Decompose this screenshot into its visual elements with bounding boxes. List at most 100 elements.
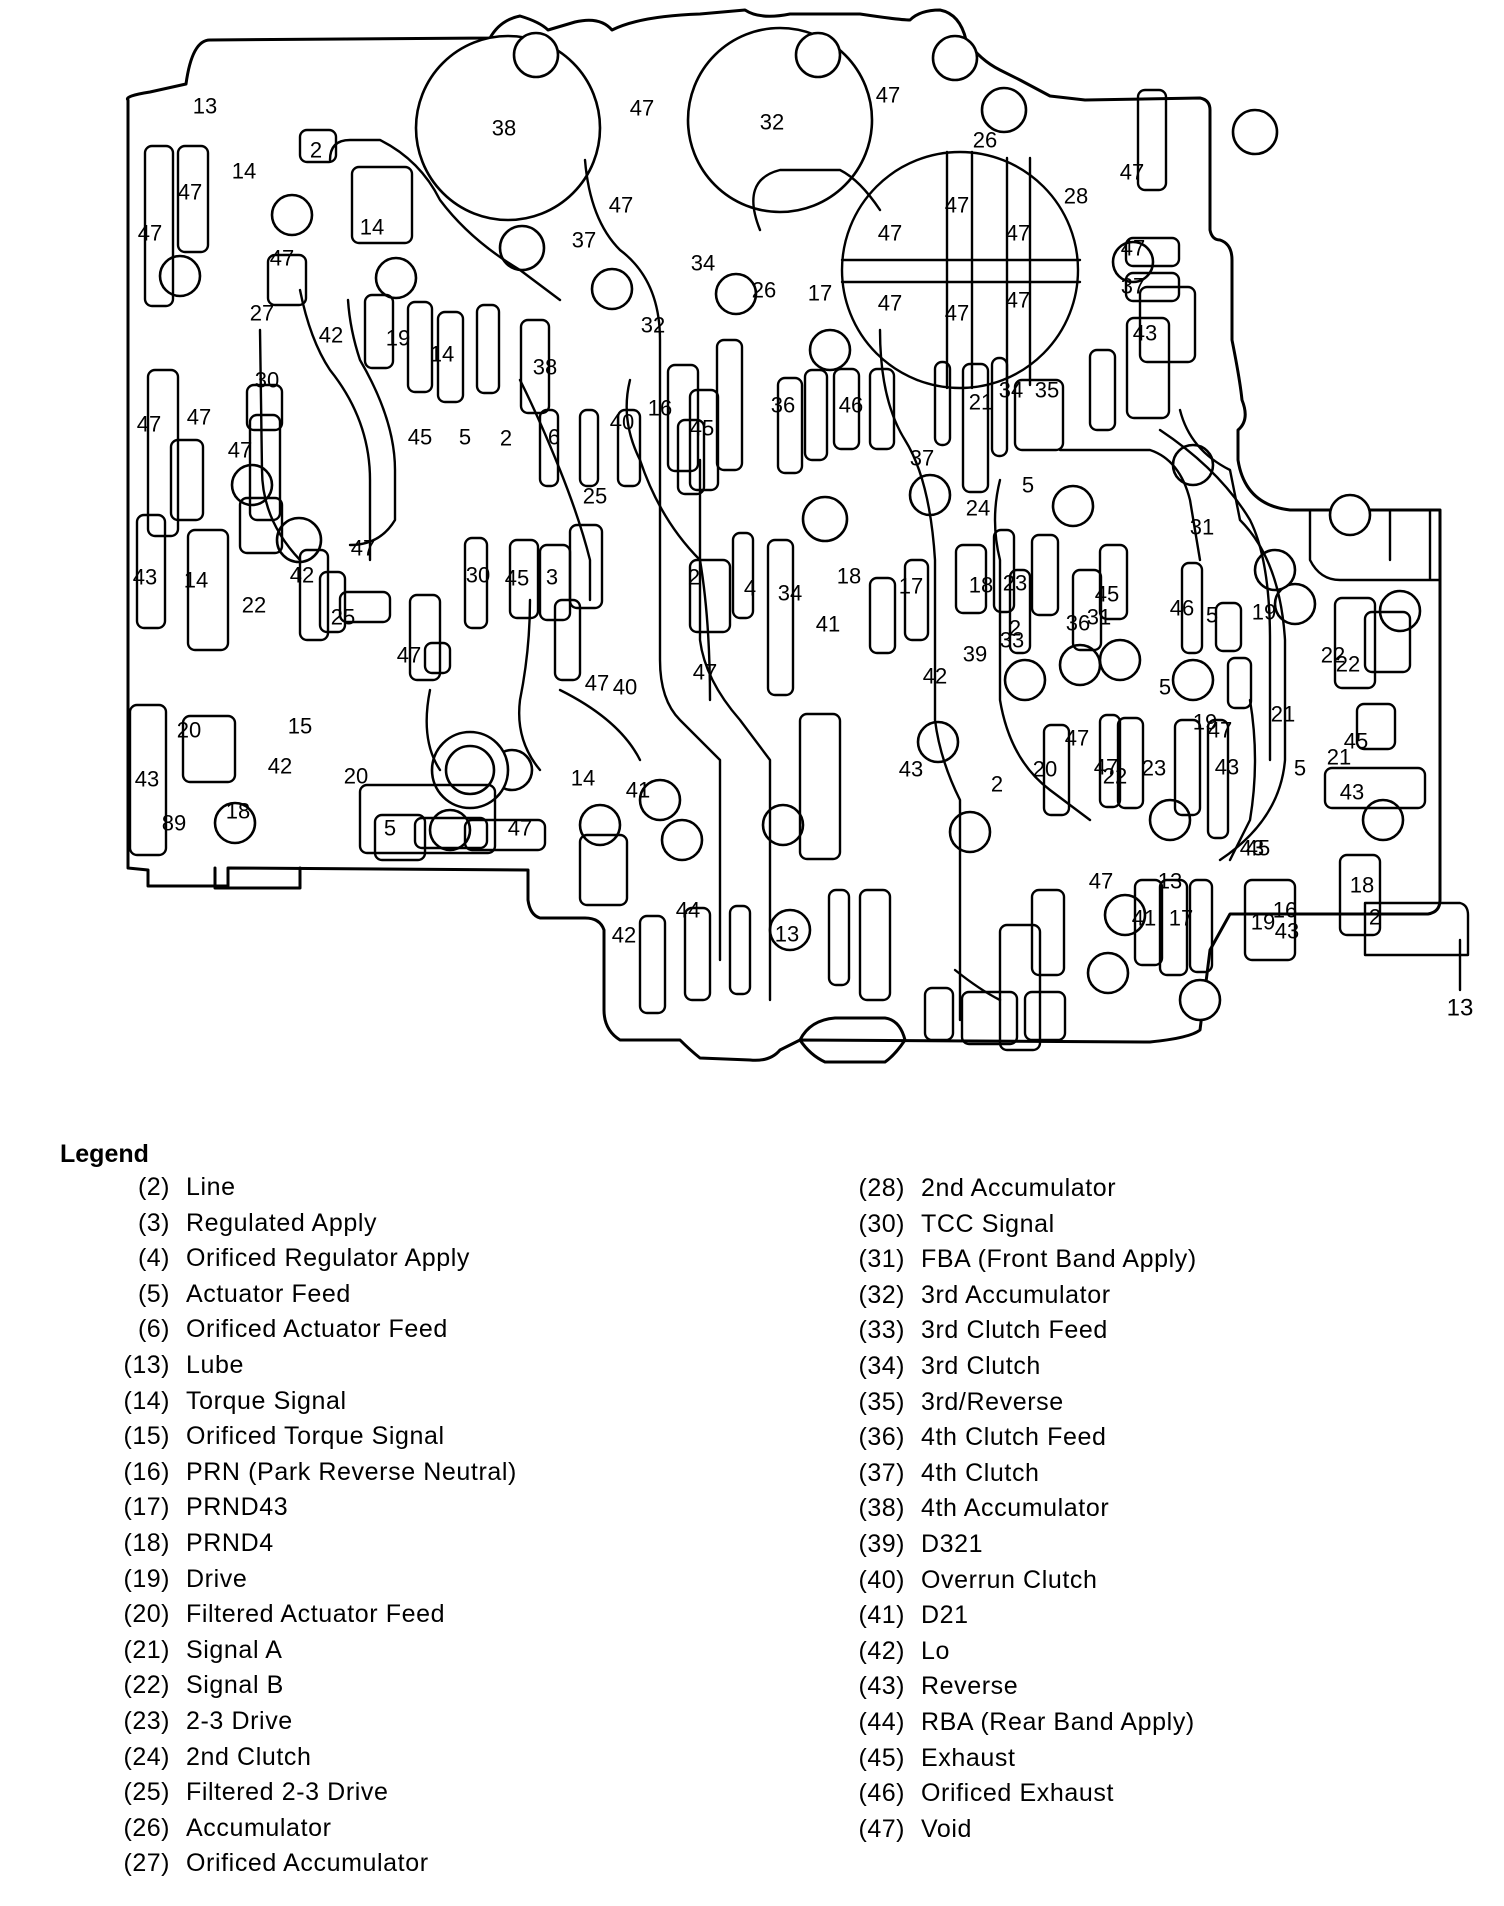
passage-label: 17	[1169, 906, 1193, 931]
bolt-hole	[948, 810, 992, 854]
legend-item: (45)Exhaust	[850, 1741, 1197, 1777]
passage-label: 47	[878, 221, 902, 246]
passage-label: 37	[572, 228, 596, 253]
bolt-hole	[1171, 658, 1215, 702]
legend-code: (24)	[123, 1742, 170, 1771]
passage-label: 47	[137, 412, 161, 437]
passage-label: 41	[1132, 906, 1156, 931]
passage-label: 5	[384, 816, 396, 841]
legend-item: (28)2nd Accumulator	[850, 1171, 1197, 1207]
passage-label: 13	[1158, 869, 1182, 894]
passage-label: 38	[533, 355, 557, 380]
bolt-hole	[660, 818, 704, 862]
valve-body-outline	[125, 8, 1442, 1062]
legend-label: Orificed Torque Signal	[186, 1422, 445, 1451]
passage-outline	[1088, 348, 1117, 432]
passage-label: 34	[999, 378, 1023, 403]
passage-outline	[135, 513, 167, 630]
passage-outline	[1214, 601, 1243, 653]
passage-channel	[625, 378, 712, 702]
legend-item: (32)3rd Accumulator	[850, 1278, 1197, 1314]
legend-label: 3rd Clutch	[921, 1351, 1041, 1380]
legend-code: (22)	[123, 1671, 170, 1700]
legend-label: 4th Clutch	[921, 1458, 1040, 1487]
passage-label: 47	[1094, 755, 1118, 780]
passage-channel	[518, 598, 542, 772]
passage-label: 37	[910, 446, 934, 471]
passage-outline	[776, 376, 804, 475]
passage-label: 2	[1009, 616, 1021, 641]
bolt-hole	[801, 495, 849, 543]
bolt-hole	[714, 272, 758, 316]
legend-item: (43)Reverse	[850, 1669, 1197, 1705]
passage-label: 13	[193, 94, 217, 119]
passage-outline	[766, 538, 795, 697]
legend-item: (31)FBA (Front Band Apply)	[850, 1242, 1197, 1278]
legend-code: (37)	[858, 1458, 905, 1487]
legend-item: (6)Orificed Actuator Feed	[100, 1312, 517, 1348]
legend-item: (18)PRND4	[100, 1526, 517, 1562]
passage-label: 46	[839, 393, 863, 418]
passage-outline	[538, 408, 560, 488]
bolt-hole	[498, 224, 546, 272]
passage-outline	[266, 253, 308, 307]
passage-label: 43	[899, 757, 923, 782]
passages	[128, 88, 1427, 1052]
passage-label: 47	[228, 438, 252, 463]
legend-code: (43)	[858, 1672, 905, 1701]
bolt-hole	[213, 801, 257, 845]
passage-label: 18	[837, 564, 861, 589]
passage-outline	[475, 303, 501, 395]
passage-label: 47	[1006, 221, 1030, 246]
passage-channel	[1178, 408, 1287, 862]
passage-channel	[953, 968, 1002, 1002]
passage-outline	[176, 144, 210, 254]
passage-label: 47	[351, 536, 375, 561]
bolt-hole	[794, 31, 842, 79]
passage-label: 47	[693, 660, 717, 685]
legend-code: (30)	[858, 1209, 905, 1238]
legend-label: Accumulator	[186, 1813, 332, 1842]
passage-label: 43	[135, 767, 159, 792]
passage-outline	[728, 904, 752, 996]
legend-code: (2)	[137, 1173, 170, 1201]
passage-outline	[578, 408, 600, 488]
passage-label: 32	[760, 110, 784, 135]
legend-code: (44)	[858, 1707, 905, 1736]
legend-label: Signal A	[186, 1635, 283, 1664]
passage-label: 47	[945, 301, 969, 326]
passage-label: 31	[1087, 605, 1111, 630]
passage-label: 20	[1033, 757, 1057, 782]
passage-label: 41	[816, 612, 840, 637]
legend-item: (27)Orificed Accumulator	[100, 1846, 517, 1882]
bolt-hole	[931, 34, 979, 82]
legend-code: (27)	[123, 1849, 170, 1878]
legend-item: (26)Accumulator	[100, 1811, 517, 1847]
passage-label: 47	[630, 96, 654, 121]
passage-label: 47	[397, 643, 421, 668]
passage-outline	[1124, 271, 1181, 303]
legend-item: (15)Orificed Torque Signal	[100, 1419, 517, 1455]
passage-label: 43	[133, 565, 157, 590]
quad-cross-h	[840, 258, 1082, 284]
legend-item: (40)Overrun Clutch	[850, 1563, 1197, 1599]
legend-item: (44)RBA (Rear Band Apply)	[850, 1705, 1197, 1741]
bolt-hole	[1171, 443, 1215, 487]
legend-label: 2nd Accumulator	[921, 1174, 1117, 1202]
passage-outline	[578, 833, 629, 907]
legend-code: (36)	[858, 1423, 905, 1452]
passage-channel	[1228, 698, 1257, 862]
passage-label: 2	[310, 138, 322, 163]
passage-outline	[436, 310, 465, 404]
passage-label: 14	[360, 215, 384, 240]
quad-cross-v	[945, 150, 1032, 390]
passage-outline	[568, 523, 604, 610]
legend-label: Orificed Regulator Apply	[186, 1244, 470, 1273]
legend-item: (38)4th Accumulator	[850, 1491, 1197, 1527]
legend-code: (3)	[137, 1208, 170, 1237]
legend-column-left: (2)Line(3)Regulated Apply(4)Orificed Reg…	[100, 1170, 517, 1882]
passage-label: 43	[1240, 836, 1264, 861]
passage-outline	[408, 593, 442, 682]
